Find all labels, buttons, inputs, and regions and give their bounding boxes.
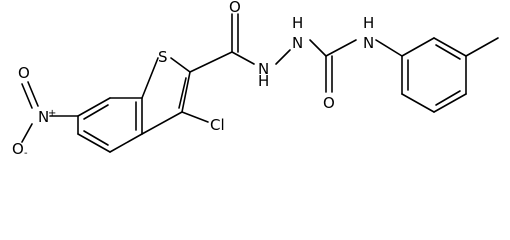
bond-to-methyl xyxy=(465,37,499,57)
oxygen-atom-label: O xyxy=(229,0,241,16)
structure-diagram: S O N H H N O H N Cl N + O O - xyxy=(12,0,499,159)
tolyl-ring xyxy=(401,37,467,113)
bond-to-carbonyl xyxy=(309,39,327,57)
bond xyxy=(77,97,111,117)
bond-double-inner xyxy=(178,77,187,109)
bond-double-inner xyxy=(83,130,109,146)
nitro-nitrogen-label: N xyxy=(38,108,49,126)
bond-to-sulfur xyxy=(141,57,159,99)
bond xyxy=(77,133,111,153)
bond-nitro-oxygen-double xyxy=(27,81,39,107)
bond-nitro-oxygen xyxy=(21,83,33,109)
bond xyxy=(109,133,143,153)
bond-to-nh xyxy=(231,51,255,65)
bond xyxy=(141,111,183,135)
bond-nitro-oxygen xyxy=(21,123,33,143)
bond xyxy=(433,37,467,57)
nitro-oxygen-label: O xyxy=(18,64,30,82)
molecule-drawing: S O N H H N O H N Cl N + O O - xyxy=(12,0,499,159)
bond xyxy=(401,93,435,113)
bond xyxy=(401,37,435,57)
chlorine-atom-label: Cl xyxy=(210,116,225,134)
positive-charge-label: + xyxy=(48,108,56,119)
nitrogen-atom-label: N xyxy=(363,34,374,52)
bond-from-sulfur xyxy=(170,57,191,73)
nitro-oxygen-label: O xyxy=(12,140,24,158)
bond-to-chlorine xyxy=(181,111,209,123)
benzo-ring xyxy=(77,97,143,153)
nitrogen-atom-label: N xyxy=(292,34,303,52)
hydrogen-atom-label: H xyxy=(292,14,303,32)
hydrogen-atom-label: H xyxy=(258,72,269,90)
bond-n-n xyxy=(275,49,291,65)
bond-to-aryl xyxy=(375,39,403,57)
bond-double-inner xyxy=(435,44,461,60)
bond-to-carbonyl xyxy=(189,51,233,73)
oxygen-atom-label: O xyxy=(323,94,335,112)
bond-to-nh xyxy=(325,39,357,57)
bond-double-inner xyxy=(83,104,109,120)
bond-double-inner xyxy=(435,90,461,106)
negative-charge-label: - xyxy=(24,148,28,159)
nitrogen-atom-label: N xyxy=(258,60,269,78)
thiophene-ring xyxy=(141,57,191,135)
hydrogen-atom-label: H xyxy=(363,14,374,32)
sulfur-atom-label: S xyxy=(158,48,168,66)
bond xyxy=(181,71,191,113)
bond xyxy=(433,93,467,113)
